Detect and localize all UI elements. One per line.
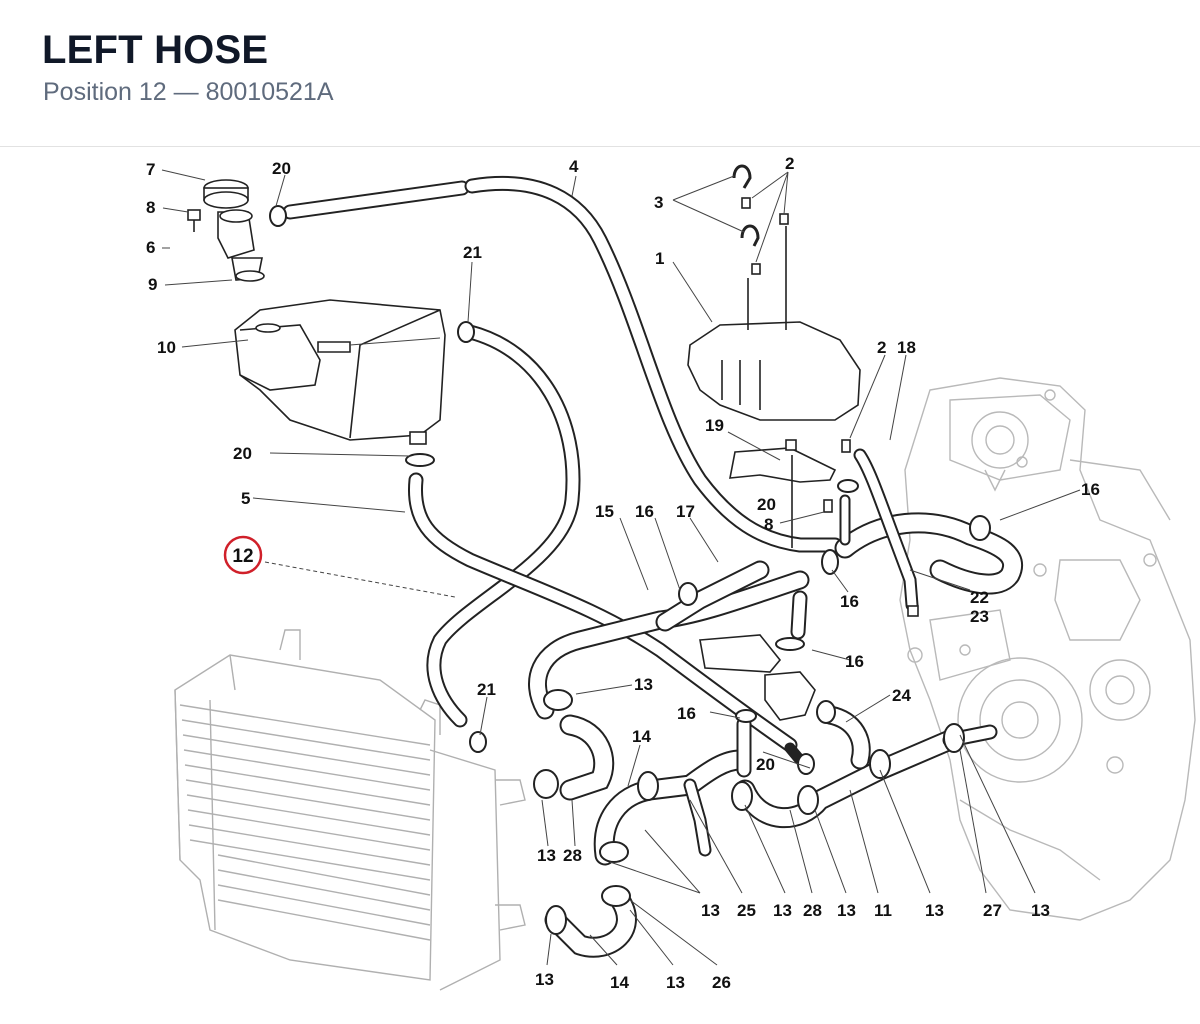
callout-17: 17 <box>676 502 695 521</box>
callout-leader-lines <box>161 169 1081 966</box>
callout-13: 13 <box>634 675 653 694</box>
hose-outlines <box>282 175 1023 958</box>
callout-24: 24 <box>892 686 911 705</box>
callout-10: 10 <box>157 338 176 357</box>
callout-16: 16 <box>635 502 654 521</box>
callout-labels: 7 20 8 6 9 10 21 4 3 2 1 2 18 19 20 5 20… <box>146 154 1100 992</box>
callout-28: 28 <box>563 846 582 865</box>
callout-9: 9 <box>148 275 157 294</box>
callout-7: 7 <box>146 160 155 179</box>
callout-5: 5 <box>241 489 250 508</box>
callout-14: 14 <box>632 727 651 746</box>
callout-18: 18 <box>897 338 916 357</box>
filler-cap-drawing <box>187 179 265 282</box>
callout-2: 2 <box>877 338 886 357</box>
callout-21: 21 <box>463 243 482 262</box>
callout-12: 12 <box>232 546 253 567</box>
callout-25: 25 <box>737 901 756 920</box>
radiator-drawing <box>174 629 526 991</box>
engine-block-drawing <box>899 377 1196 921</box>
callout-11: 11 <box>874 901 892 920</box>
callout-20: 20 <box>756 755 775 774</box>
callout-8: 8 <box>764 515 773 534</box>
callout-16: 16 <box>1081 480 1100 499</box>
highlighted-callout-12[interactable]: 12 <box>223 535 263 575</box>
callout-27: 27 <box>983 901 1002 920</box>
page-title: LEFT HOSE <box>42 28 269 72</box>
callout-26: 26 <box>712 973 731 992</box>
callout-13: 13 <box>925 901 944 920</box>
callout-1: 1 <box>655 249 664 268</box>
page-header: LEFT HOSE Position 12 — 80010521A <box>0 0 1200 147</box>
callout-16: 16 <box>677 704 696 723</box>
callout-22: 22 <box>970 588 989 607</box>
callout-16: 16 <box>840 592 859 611</box>
callout-19: 19 <box>705 416 724 435</box>
callout-3: 3 <box>654 193 663 212</box>
callout-21: 21 <box>477 680 496 699</box>
thermostat-cover-drawing <box>687 321 861 721</box>
callout-6: 6 <box>146 238 155 257</box>
page-subtitle: Position 12 — 80010521A <box>43 78 334 106</box>
callout-23: 23 <box>970 607 989 626</box>
callout-20: 20 <box>233 444 252 463</box>
expansion-tank-drawing <box>234 299 446 445</box>
callout-28: 28 <box>803 901 822 920</box>
hose-clamps <box>269 205 991 935</box>
callout-14: 14 <box>610 973 629 992</box>
exploded-parts-diagram: 7 20 8 6 9 10 21 4 3 2 1 2 18 19 20 5 20… <box>146 154 1196 992</box>
callout-13: 13 <box>537 846 556 865</box>
callout-13: 13 <box>1031 901 1050 920</box>
callout-8: 8 <box>146 198 155 217</box>
highlight-ring <box>223 535 263 575</box>
callout-2: 2 <box>785 154 794 173</box>
small-fittings <box>732 164 919 617</box>
callout-16: 16 <box>845 652 864 671</box>
callout-13: 13 <box>773 901 792 920</box>
callout-13: 13 <box>535 970 554 989</box>
callout-13: 13 <box>837 901 856 920</box>
callout-20: 20 <box>757 495 776 514</box>
callout-20: 20 <box>272 159 291 178</box>
callout-13: 13 <box>701 901 720 920</box>
callout-13: 13 <box>666 973 685 992</box>
callout-4: 4 <box>569 157 579 176</box>
callout-15: 15 <box>595 502 614 521</box>
